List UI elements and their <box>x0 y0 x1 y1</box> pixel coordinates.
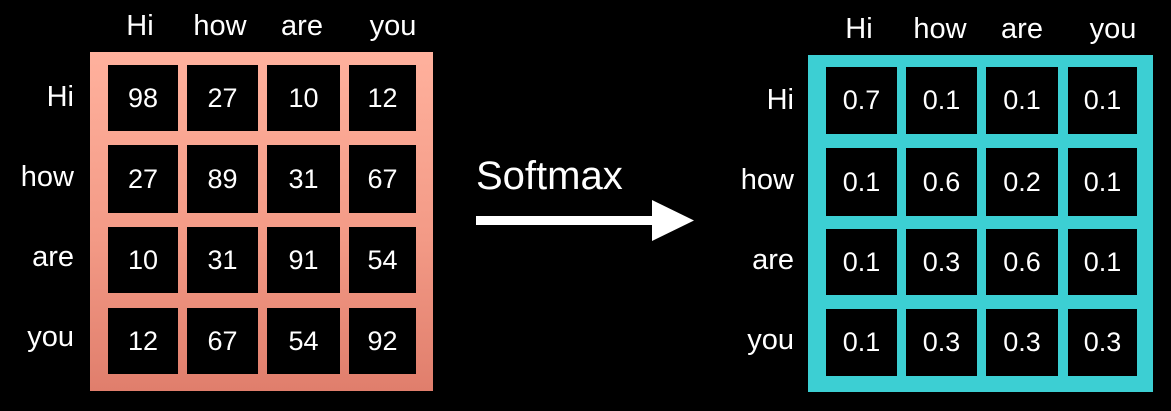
matrix-cell: 27 <box>187 65 258 131</box>
right-col-label-are: are <box>1001 13 1043 45</box>
right-col-label-you: you <box>1089 13 1137 45</box>
matrix-cell: 91 <box>267 227 340 293</box>
matrix-cell: 0.1 <box>906 67 977 134</box>
matrix-cell: 0.7 <box>826 67 897 134</box>
matrix-cell: 0.1 <box>826 229 897 295</box>
left-row-label-how: how <box>20 161 74 193</box>
matrix-cell: 67 <box>187 308 258 374</box>
matrix-cell: 0.6 <box>986 229 1058 295</box>
left-col-label-how: how <box>193 10 247 42</box>
right-col-label-hi: Hi <box>845 13 873 45</box>
arrow-right-icon <box>476 200 694 241</box>
matrix-cell: 10 <box>267 65 340 131</box>
matrix-cell: 0.6 <box>906 148 977 216</box>
matrix-cell: 0.1 <box>1068 229 1137 295</box>
matrix-cell: 67 <box>349 145 416 213</box>
right-row-label-you: you <box>747 324 794 356</box>
matrix-cell: 0.2 <box>986 148 1058 216</box>
left-col-label-you: you <box>369 10 417 42</box>
right-col-label-how: how <box>913 13 967 45</box>
matrix-cell: 27 <box>108 145 178 213</box>
matrix-cell: 10 <box>108 227 178 293</box>
left-row-label-you: you <box>27 321 74 353</box>
right-row-label-hi: Hi <box>766 84 794 116</box>
right-row-label-how: how <box>740 164 794 196</box>
matrix-cell: 0.1 <box>1068 67 1137 134</box>
matrix-cell: 31 <box>267 145 340 213</box>
matrix-cell: 89 <box>187 145 258 213</box>
matrix-cell: 12 <box>349 65 416 131</box>
matrix-cell: 54 <box>349 227 416 293</box>
softmax-label: Softmax <box>476 154 623 198</box>
matrix-cell: 98 <box>108 65 178 131</box>
matrix-cell: 0.3 <box>986 309 1058 376</box>
softmax-matrix: 0.7 0.1 0.1 0.1 0.1 0.6 0.2 0.1 0.1 0.3 … <box>808 55 1153 392</box>
matrix-cell: 54 <box>267 308 340 374</box>
matrix-cell: 0.3 <box>1068 309 1137 376</box>
matrix-cell: 0.1 <box>826 309 897 376</box>
left-col-label-hi: Hi <box>126 10 154 42</box>
matrix-cell: 31 <box>187 227 258 293</box>
left-col-label-are: are <box>281 10 323 42</box>
attention-scores-matrix: 98 27 10 12 27 89 31 67 10 31 91 54 12 6… <box>90 52 433 391</box>
left-row-label-are: are <box>32 241 74 273</box>
left-row-label-hi: Hi <box>46 81 74 113</box>
matrix-cell: 0.3 <box>906 229 977 295</box>
matrix-cell: 0.1 <box>1068 148 1137 216</box>
matrix-cell: 12 <box>108 308 178 374</box>
matrix-cell: 0.3 <box>906 309 977 376</box>
right-row-label-are: are <box>752 244 794 276</box>
matrix-cell: 92 <box>349 308 416 374</box>
matrix-cell: 0.1 <box>826 148 897 216</box>
matrix-cell: 0.1 <box>986 67 1058 134</box>
